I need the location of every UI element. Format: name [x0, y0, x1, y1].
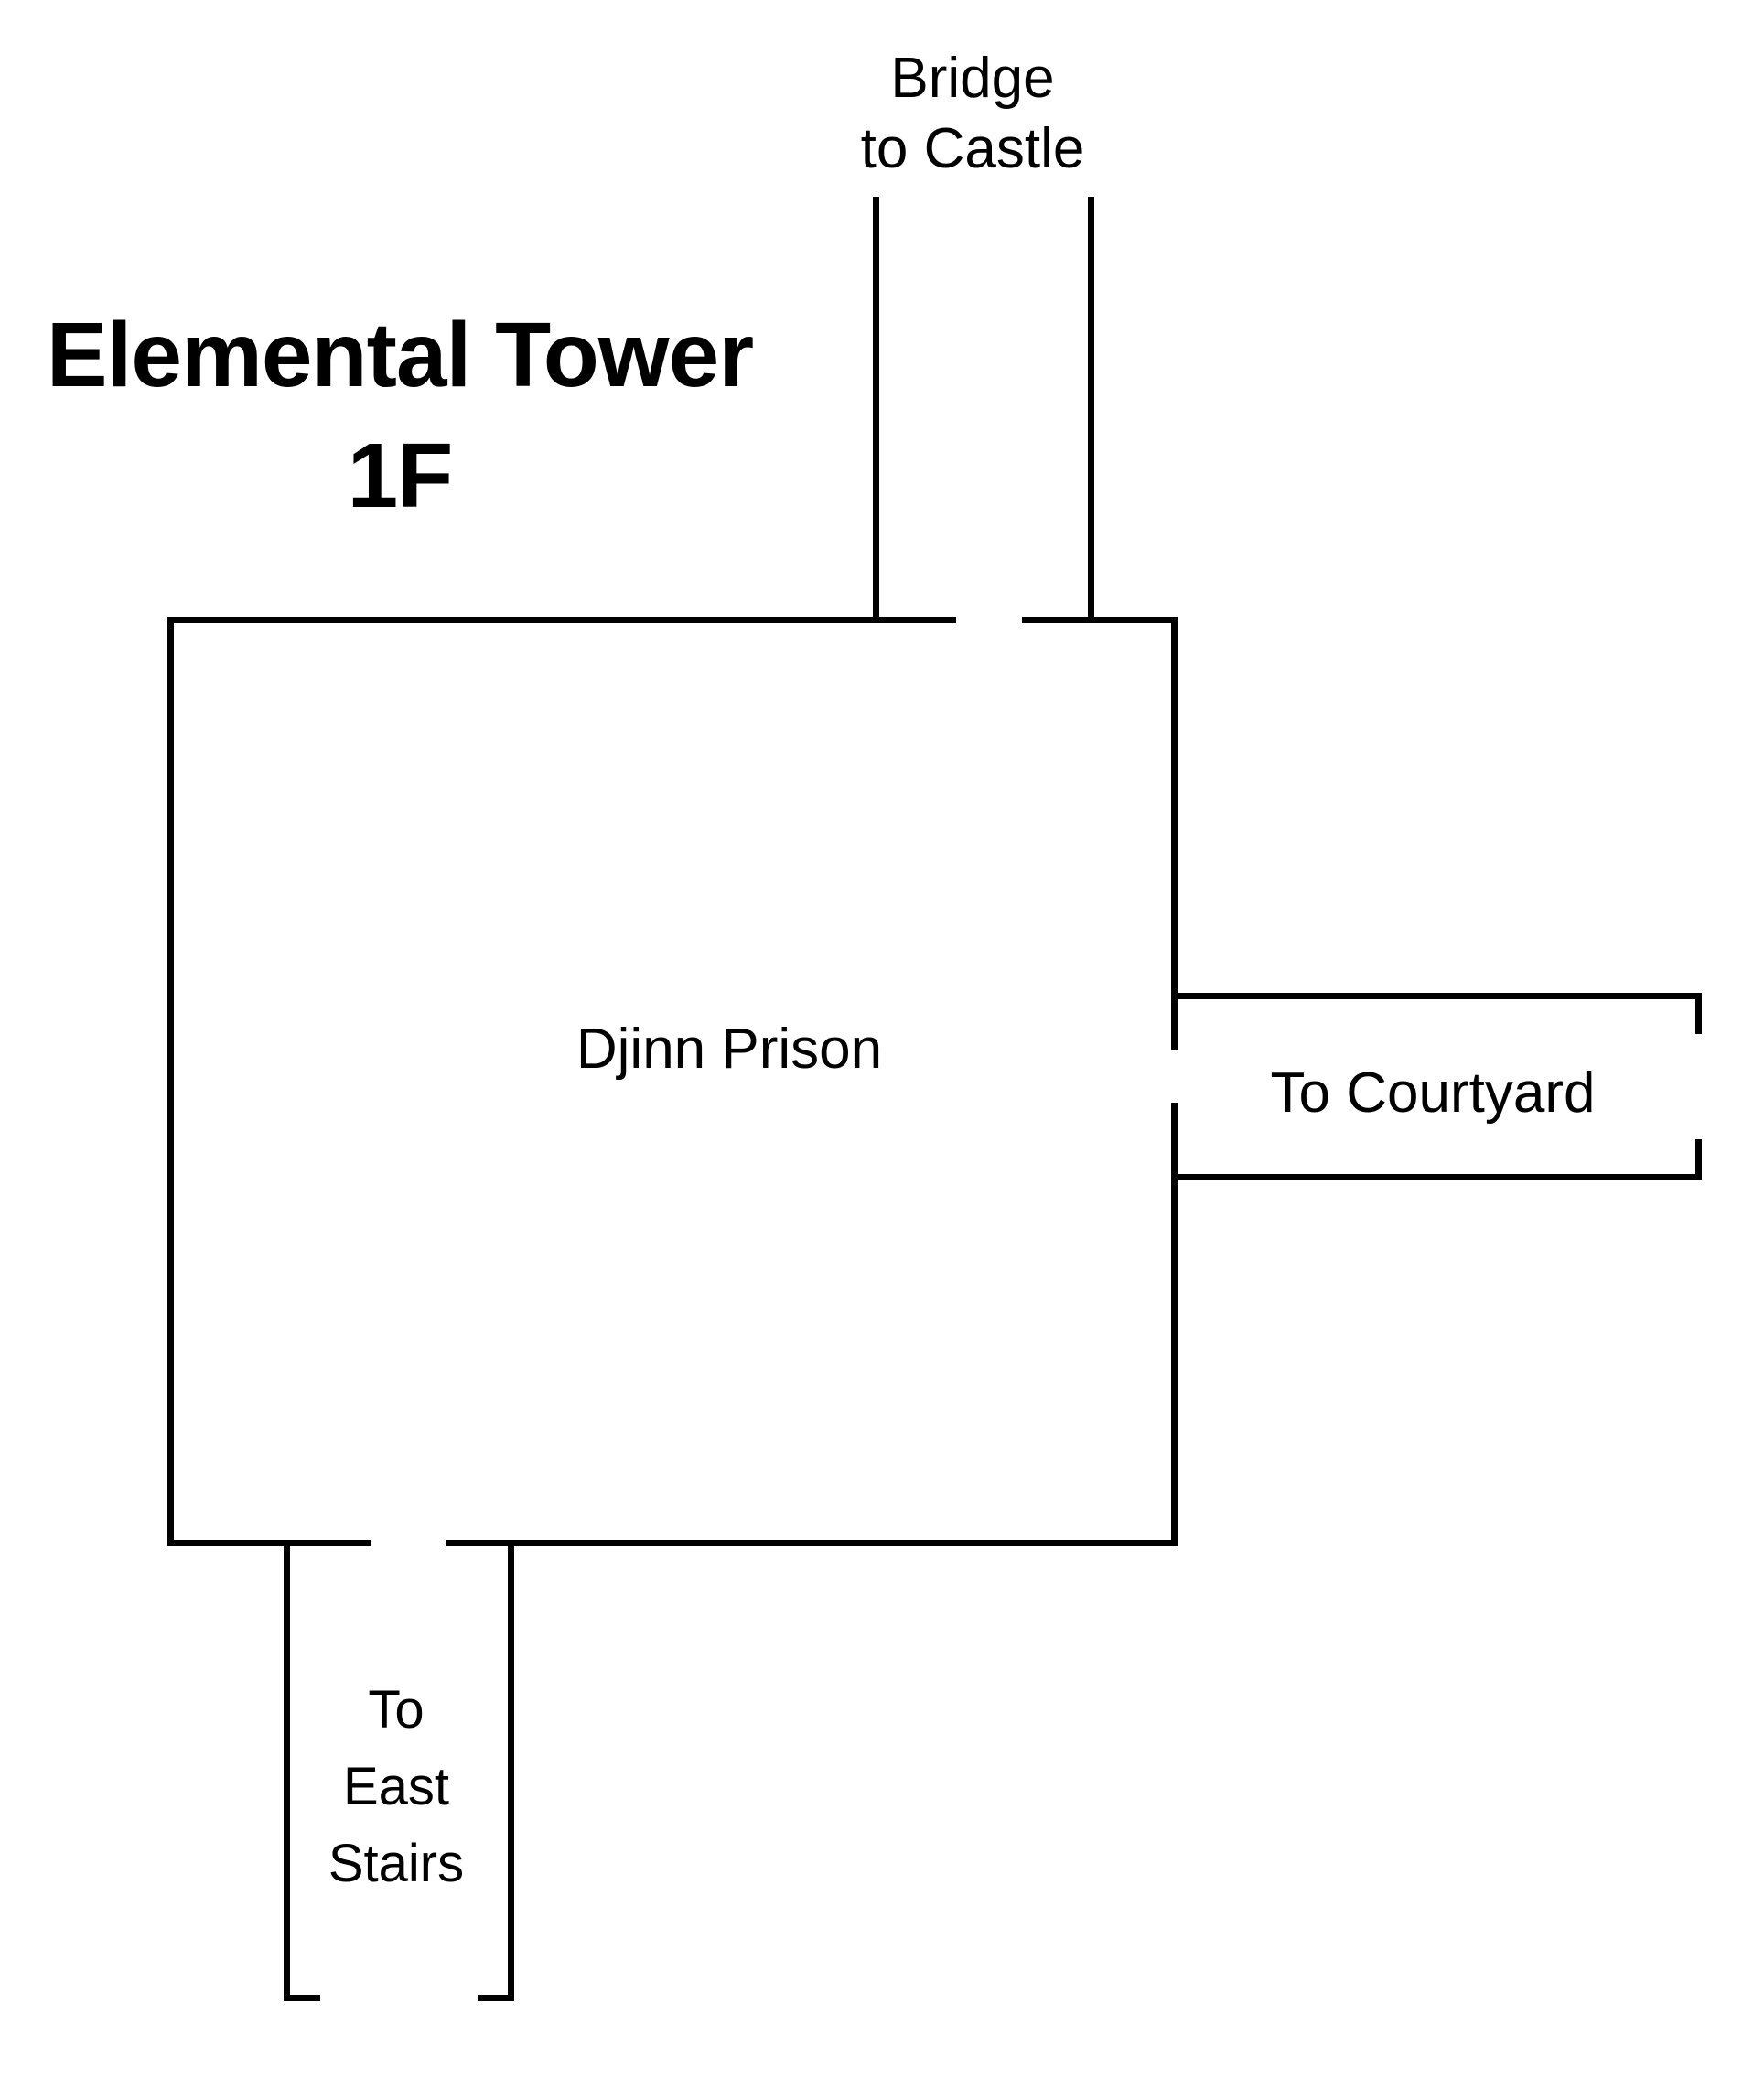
south-exit-label: To East Stairs: [328, 1680, 465, 1893]
map-title-line-1: Elemental Tower: [46, 304, 754, 406]
wall-bridge-corridor-west: [873, 197, 879, 619]
wall-courtyard-end-north-cap: [1695, 993, 1702, 1034]
wall-courtyard-corridor-north: [1171, 993, 1702, 999]
wall-courtyard-corridor-south: [1171, 1174, 1702, 1180]
north-exit-label: Bridge to Castle: [860, 47, 1085, 180]
wall-stairs-corridor-east: [508, 1540, 514, 2001]
wall-courtyard-end-south-cap: [1695, 1139, 1702, 1180]
wall-room-bottom-left-segment: [167, 1540, 371, 1546]
room-label: Djinn Prison: [575, 1018, 883, 1081]
wall-stairs-corridor-west: [284, 1540, 290, 2001]
wall-room-bottom-right-segment: [446, 1540, 1178, 1546]
wall-stairs-end-east-cap: [478, 1995, 514, 2001]
wall-room-top-left-segment: [167, 617, 956, 623]
wall-room-top-right-segment: [1022, 617, 1178, 623]
wall-room-left: [167, 617, 174, 1546]
wall-room-right-upper-segment: [1171, 617, 1178, 1050]
wall-room-right-lower-segment: [1171, 1103, 1178, 1546]
map-title: Elemental Tower 1F: [46, 295, 754, 536]
map-title-line-2: 1F: [347, 425, 454, 527]
wall-bridge-corridor-east: [1088, 197, 1094, 619]
east-exit-label: To Courtyard: [1270, 1061, 1596, 1125]
wall-stairs-end-west-cap: [284, 1995, 320, 2001]
